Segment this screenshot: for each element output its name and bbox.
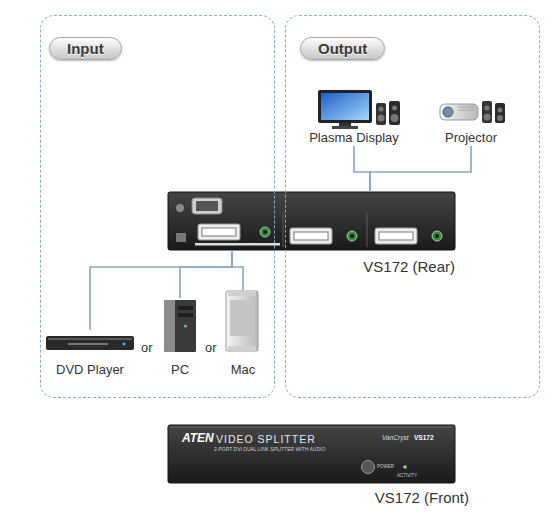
label-strip bbox=[195, 243, 280, 246]
dvd-body bbox=[46, 336, 134, 350]
pc-tower bbox=[164, 300, 196, 352]
mac-foot bbox=[228, 346, 256, 351]
display-device: Plasma Display bbox=[305, 86, 403, 146]
device-marking: VS172 bbox=[414, 434, 434, 441]
audio-jack bbox=[432, 231, 442, 241]
choice-label: or bbox=[141, 340, 153, 355]
panel-heading: Input bbox=[49, 37, 122, 60]
speaker-cone bbox=[378, 115, 385, 122]
audio-jack-hole bbox=[350, 234, 354, 238]
splitter-rear: VS172 (Rear) bbox=[168, 192, 455, 250]
projector-vent bbox=[458, 110, 474, 111]
audio-jack-hole bbox=[263, 230, 267, 234]
projector-device: Projector bbox=[432, 86, 510, 146]
mac-grille bbox=[230, 300, 254, 336]
mac-handle bbox=[228, 291, 256, 296]
device-caption: VS172 (Rear) bbox=[363, 258, 455, 275]
display-screen bbox=[321, 93, 369, 120]
pc-icon bbox=[164, 300, 196, 352]
power-button bbox=[362, 461, 375, 474]
mac-icon bbox=[226, 291, 258, 351]
dvd-tray bbox=[68, 343, 108, 345]
projector-vent bbox=[458, 107, 474, 108]
speaker-cone bbox=[497, 115, 503, 121]
dvi-port bbox=[375, 228, 417, 244]
serial-port-inner bbox=[196, 201, 218, 211]
signal-wire bbox=[180, 250, 232, 298]
ground-screw bbox=[176, 204, 184, 212]
panel-heading: Output bbox=[300, 37, 385, 60]
device-body bbox=[168, 425, 455, 483]
splitter-front: ATENVIDEO SPLITTER 2-PORT DVI DUAL LINK S… bbox=[168, 425, 455, 483]
speaker-cone bbox=[392, 106, 397, 111]
device-highlight bbox=[170, 427, 453, 428]
dvi-port-inner bbox=[379, 232, 413, 240]
plasma-display-icon bbox=[318, 90, 400, 129]
device-marking: ATEN bbox=[182, 432, 214, 446]
input-panel: InputDVD Player PC Mac bbox=[40, 15, 275, 398]
signal-wire bbox=[370, 146, 471, 192]
projector-icon bbox=[440, 101, 505, 123]
device-label: DVD Player bbox=[56, 363, 124, 378]
speaker-cone bbox=[498, 108, 503, 113]
signal-wire bbox=[232, 250, 243, 290]
device-label: Mac bbox=[231, 363, 256, 378]
choice-label: or bbox=[205, 340, 217, 355]
dvd-player-icon bbox=[46, 336, 134, 350]
device-marking: POWER bbox=[377, 464, 394, 469]
audio-jack-hole bbox=[435, 234, 439, 238]
dvi-port-inner bbox=[294, 232, 328, 240]
device-marking: VS172 (Front) bbox=[375, 489, 469, 506]
serial-port bbox=[192, 198, 222, 214]
pc-drive bbox=[178, 306, 193, 310]
dvi-port bbox=[198, 224, 240, 240]
projector-body bbox=[440, 104, 478, 120]
device-marking: ACTIVITY bbox=[397, 473, 417, 478]
panel-divider bbox=[367, 212, 368, 247]
speaker-cone bbox=[484, 114, 491, 121]
panel-divider bbox=[283, 212, 284, 247]
signal-wire bbox=[354, 146, 370, 192]
speaker-cone bbox=[485, 106, 490, 111]
rear-device bbox=[168, 192, 455, 250]
display-frame bbox=[318, 90, 372, 123]
activity-led bbox=[403, 465, 407, 469]
device-label: Projector bbox=[445, 131, 497, 146]
device-marking: VanCryst bbox=[382, 434, 409, 441]
signal-wire bbox=[90, 250, 232, 330]
device-marking: VIDEO SPLITTER bbox=[216, 433, 316, 445]
pc-side bbox=[164, 300, 175, 352]
pc-drive bbox=[178, 313, 193, 317]
front-device bbox=[168, 425, 455, 483]
projector-lens bbox=[443, 107, 453, 117]
dvd-led bbox=[122, 342, 125, 345]
speaker-cone bbox=[379, 107, 384, 112]
device-marking: 2-PORT DVI DUAL LINK SPLITTER WITH AUDIO bbox=[214, 447, 325, 453]
source-device: PC bbox=[158, 298, 202, 378]
dvi-port-inner bbox=[202, 228, 236, 236]
dvd-highlight bbox=[48, 338, 132, 340]
audio-jack bbox=[347, 231, 357, 241]
display-stand bbox=[339, 123, 351, 126]
speaker bbox=[389, 101, 400, 125]
mac-tower bbox=[226, 291, 258, 351]
source-device: Mac bbox=[220, 290, 266, 378]
device-label: Plasma Display bbox=[309, 131, 399, 146]
device-body bbox=[168, 192, 455, 250]
audio-jack bbox=[260, 227, 270, 237]
device-label: PC bbox=[171, 363, 189, 378]
pc-led bbox=[184, 325, 187, 328]
display-base bbox=[332, 126, 358, 129]
speaker-cone bbox=[391, 114, 399, 122]
speaker bbox=[482, 101, 492, 123]
dvi-port bbox=[290, 228, 332, 244]
speaker bbox=[376, 103, 386, 125]
output-panel: OutputPlasma Display Projector bbox=[285, 15, 540, 398]
power-jack bbox=[176, 233, 186, 242]
speaker bbox=[495, 103, 505, 123]
source-device: DVD Player bbox=[48, 330, 132, 378]
